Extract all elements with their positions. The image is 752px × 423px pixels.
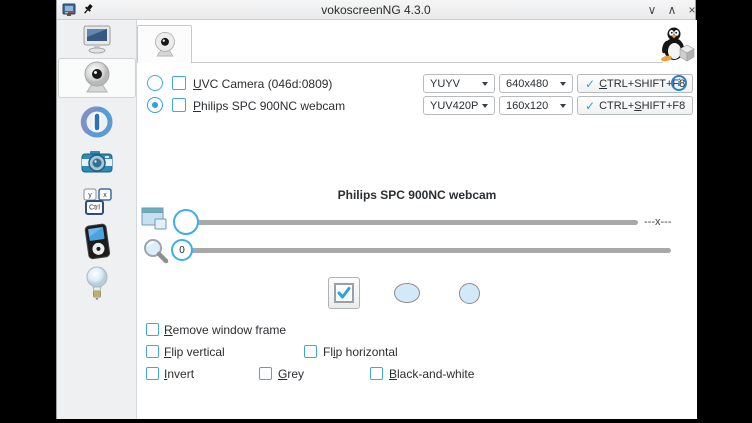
size-value-text: ---x---	[644, 216, 672, 228]
window-title: vokoscreenNG 4.3.0	[321, 3, 431, 17]
label-black-and-white[interactable]: Black-and-white	[389, 367, 475, 381]
sidebar-item-start[interactable]	[58, 104, 136, 140]
label-flip-horizontal[interactable]: Flip horizontal	[323, 345, 398, 359]
device-label-uvc: UVC Camera (046d:0809)	[193, 77, 333, 91]
vokoscreen-window: vokoscreenNG 4.3.0 ∨ ∧ ×	[56, 0, 697, 419]
checkmark-icon: ✓	[585, 76, 596, 91]
size-slider-handle[interactable]	[173, 209, 199, 235]
checkbox-grey[interactable]	[259, 367, 272, 380]
maximize-button[interactable]: ∧	[667, 3, 677, 17]
checkbox-flip-vertical[interactable]	[146, 345, 159, 358]
label-invert[interactable]: Invert	[164, 367, 195, 381]
device-checkbox-uvc[interactable]	[172, 76, 186, 90]
sidebar-item-player[interactable]	[58, 222, 136, 262]
monitor-icon	[83, 25, 111, 54]
tab-webcam[interactable]	[137, 25, 192, 63]
zoom-slider-track[interactable]	[181, 248, 671, 253]
checkbox-black-and-white[interactable]	[370, 367, 383, 380]
info-button[interactable]: i	[669, 73, 689, 93]
pin-icon[interactable]	[81, 3, 95, 17]
window-size-icon	[141, 207, 167, 230]
label-grey[interactable]: Grey	[278, 367, 305, 381]
webcam-pane: UVC Camera (046d:0809) YUYV 640x480 ✓ CT…	[137, 20, 697, 419]
dropdown-arrow-icon	[560, 103, 566, 108]
zoom-slider-handle[interactable]: 0	[171, 239, 193, 261]
shortcut-button-uvc[interactable]: ✓ CTRL+SHIFT+F8	[577, 74, 694, 93]
dropdown-arrow-icon	[482, 81, 488, 86]
active-device-title: Philips SPC 900NC webcam	[337, 188, 497, 202]
keyboard-keys-icon: y x Ctrl	[83, 188, 112, 215]
shape-button-circle[interactable]	[459, 283, 480, 304]
shape-button-frame[interactable]	[328, 277, 360, 309]
app-icon	[62, 3, 76, 16]
dropdown-arrow-icon	[560, 81, 566, 86]
format-dropdown-philips[interactable]: YUV420P	[423, 96, 495, 115]
checkbox-remove-window-frame[interactable]	[146, 323, 159, 336]
minimize-button[interactable]: ∨	[647, 3, 657, 17]
tab-pane-border	[191, 62, 663, 63]
device-label-philips: Philips SPC 900NC webcam	[193, 99, 346, 113]
resolution-dropdown-uvc[interactable]: 640x480	[499, 74, 573, 93]
svg-text:y: y	[88, 192, 92, 199]
sidebar-item-camera[interactable]	[58, 144, 136, 180]
device-radio-philips[interactable]	[147, 97, 163, 113]
label-remove-window-frame[interactable]: Remove window frame	[164, 323, 287, 337]
power-icon	[80, 106, 113, 138]
checkmark-icon: ✓	[585, 98, 596, 113]
frame-checkbox-icon	[334, 283, 354, 303]
titlebar[interactable]: vokoscreenNG 4.3.0 ∨ ∧ ×	[57, 0, 696, 20]
resolution-dropdown-philips[interactable]: 160x120	[499, 96, 573, 115]
sidebar-item-hotkeys[interactable]: y x Ctrl	[58, 184, 136, 220]
tux-mascot-icon	[661, 27, 695, 62]
device-checkbox-philips[interactable]	[172, 98, 186, 112]
svg-text:Ctrl: Ctrl	[89, 205, 100, 212]
size-slider-track[interactable]	[181, 220, 638, 225]
webcam-icon	[84, 61, 110, 93]
webcam-tab-icon	[154, 31, 175, 56]
shape-button-ellipse[interactable]	[394, 283, 420, 303]
device-radio-uvc[interactable]	[147, 75, 163, 91]
sidebar-item-webcam[interactable]	[58, 58, 136, 98]
svg-text:x: x	[103, 192, 107, 199]
info-icon: i	[671, 75, 687, 91]
checkbox-flip-horizontal[interactable]	[304, 345, 317, 358]
lightbulb-icon	[86, 266, 108, 301]
sidebar-item-screen[interactable]	[58, 22, 136, 58]
camera-icon	[81, 151, 113, 173]
checkbox-invert[interactable]	[146, 367, 159, 380]
label-flip-vertical[interactable]: Flip vertical	[164, 345, 225, 359]
shortcut-button-philips[interactable]: ✓ CTRL+SHIFT+F8	[577, 96, 694, 115]
sidebar-item-help[interactable]	[58, 264, 136, 304]
dropdown-arrow-icon	[482, 103, 488, 108]
zoom-icon	[144, 239, 169, 264]
format-dropdown-uvc[interactable]: YUYV	[423, 74, 495, 93]
media-player-icon	[84, 223, 111, 260]
sidebar: y x Ctrl	[57, 20, 137, 419]
close-button[interactable]: ×	[688, 3, 696, 17]
